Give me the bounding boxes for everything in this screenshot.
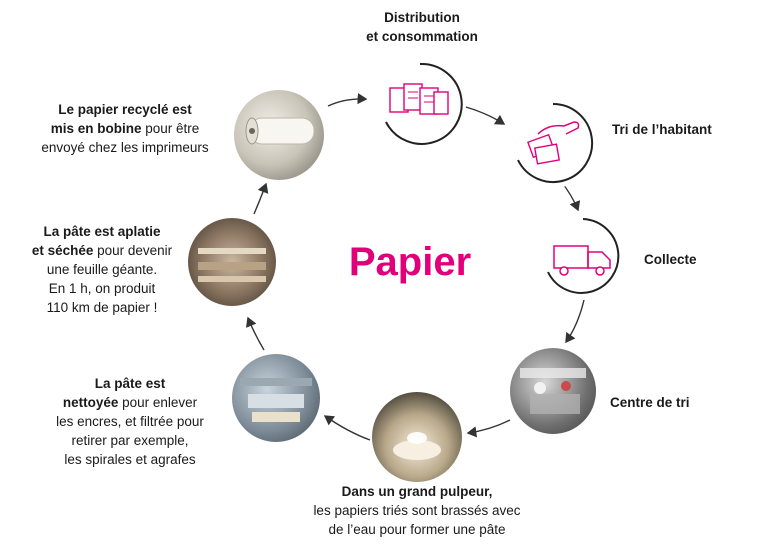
distribution-title-line2: et consommation	[366, 29, 478, 44]
centre-tri-label: Centre de tri	[610, 395, 690, 410]
arrow-centre-to-pulpeur	[466, 419, 511, 438]
hand-sorting-icon	[517, 102, 594, 183]
arrow-distribution-to-tri	[461, 105, 506, 125]
arrow-pulpeur-to-nettoyee	[323, 415, 371, 441]
distribution-label: Distribution et consommation	[340, 8, 504, 46]
aplatie-label: La pâte est aplatie et séchée pour deven…	[31, 224, 173, 315]
pulpeur-label: Dans un grand pulpeur, les papiers triés…	[313, 484, 521, 537]
bobine-label: Le papier recyclé est mis en bobine pour…	[41, 102, 209, 155]
cleaning-plant-photo	[232, 354, 320, 442]
arrow-collecte-to-centre	[565, 299, 585, 344]
distribution-node	[374, 58, 466, 150]
pulpeur-title: Dans un grand pulpeur,	[341, 484, 493, 499]
truck-icon	[547, 218, 620, 294]
sorting-center-photo	[510, 348, 596, 434]
tri-habitant-node	[508, 98, 598, 188]
pulper-photo	[372, 392, 462, 482]
center-title: Papier	[348, 240, 472, 284]
nettoyee-label: La pâte est nettoyée pour enlever les en…	[56, 376, 204, 467]
documents-icon	[385, 62, 463, 145]
paper-roll-photo	[234, 90, 324, 180]
distribution-title-line1: Distribution	[384, 10, 460, 25]
paper-machine-photo	[188, 218, 276, 306]
collecte-node	[540, 214, 626, 300]
arrow-bobine-to-distribution	[327, 93, 368, 107]
arrow-nettoyee-to-aplatie	[246, 316, 265, 351]
collecte-label: Collecte	[644, 252, 697, 267]
arrow-aplatie-to-bobine	[253, 182, 269, 215]
tri-habitant-label: Tri de l’habitant	[612, 122, 712, 137]
